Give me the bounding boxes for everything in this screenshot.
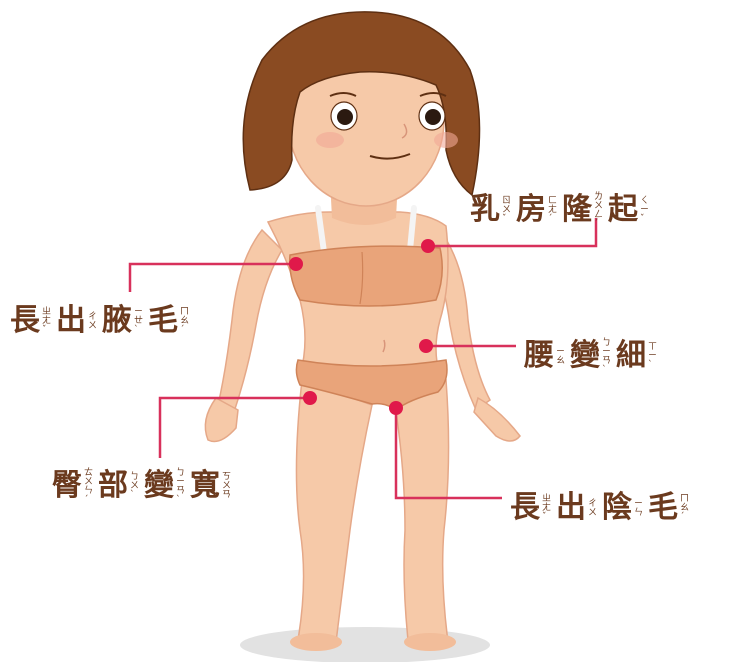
left-arm bbox=[218, 230, 282, 412]
label-armpit-hair: 長出腋毛長ㄓㄤˇ出ㄔㄨ腋ㄧㄝˋ毛ㄇㄠˊ bbox=[10, 295, 194, 339]
label-char: 出 bbox=[556, 490, 587, 525]
zhuyin-annotation: ㄑㄧˇ bbox=[640, 197, 648, 224]
bra-strap-right bbox=[410, 208, 414, 250]
bra bbox=[290, 246, 443, 306]
zhuyin-annotation: ㄈㄤˊ bbox=[548, 197, 556, 224]
right-pupil bbox=[425, 109, 441, 125]
label-char: 臀 bbox=[52, 468, 83, 503]
zhuyin-annotation: ㄊㄨㄣˊ bbox=[84, 469, 92, 505]
zhuyin-annotation: ㄖㄨˇ bbox=[502, 197, 510, 224]
zhuyin-annotation: ㄅㄧㄢˋ bbox=[602, 339, 610, 375]
left-pupil bbox=[337, 109, 353, 125]
right-leg bbox=[395, 380, 449, 642]
label-breast-development: 乳房隆起乳ㄖㄨˇ房ㄈㄤˊ隆ㄌㄨㄥˊ起ㄑㄧˇ bbox=[470, 184, 654, 229]
label-char: 房 bbox=[516, 192, 547, 227]
zhuyin-annotation: ㄔㄨ bbox=[588, 500, 596, 518]
dot-armpit bbox=[289, 257, 303, 271]
label-char: 腰 bbox=[524, 338, 555, 373]
label-char: 陰 bbox=[602, 490, 633, 525]
left-foot bbox=[290, 633, 342, 651]
left-leg bbox=[296, 380, 372, 642]
zhuyin-annotation: ㄧㄝˋ bbox=[134, 308, 142, 335]
zhuyin-annotation: ㄧㄣ bbox=[634, 500, 642, 518]
label-char: 乳 bbox=[470, 192, 501, 227]
zhuyin-annotation: ㄔㄨ bbox=[88, 313, 96, 331]
label-char: 隆 bbox=[562, 192, 593, 227]
zhuyin-annotation: ㄅㄨˋ bbox=[130, 473, 138, 500]
label-waist-narrows: 腰變細腰ㄧㄠ變ㄅㄧㄢˋ細ㄒㄧˋ bbox=[524, 330, 662, 375]
label-char: 變 bbox=[144, 468, 175, 503]
label-char: 腋 bbox=[102, 303, 133, 338]
dot-breast bbox=[421, 239, 435, 253]
label-char: 出 bbox=[56, 303, 87, 338]
zhuyin-annotation: ㄒㄧˋ bbox=[648, 343, 656, 370]
zhuyin-annotation: ㄎㄨㄢ bbox=[222, 473, 230, 500]
zhuyin-annotation: ㄧㄠ bbox=[556, 348, 564, 366]
label-char: 寬 bbox=[190, 468, 221, 503]
label-char: 毛 bbox=[648, 490, 679, 525]
zhuyin-annotation: ㄓㄤˇ bbox=[42, 308, 50, 335]
zhuyin-annotation: ㄓㄤˇ bbox=[542, 495, 550, 522]
right-foot bbox=[404, 633, 456, 651]
dot-waist bbox=[419, 339, 433, 353]
left-cheek bbox=[316, 132, 344, 148]
right-hand bbox=[474, 398, 520, 441]
zhuyin-annotation: ㄅㄧㄢˋ bbox=[176, 469, 184, 505]
zhuyin-annotation: ㄇㄠˊ bbox=[680, 495, 688, 522]
dot-pubic bbox=[389, 401, 403, 415]
zhuyin-annotation: ㄌㄨㄥˊ bbox=[594, 193, 602, 229]
label-char: 起 bbox=[608, 192, 639, 227]
label-char: 細 bbox=[616, 338, 647, 373]
dot-hips bbox=[303, 391, 317, 405]
zhuyin-annotation: ㄇㄠˊ bbox=[180, 308, 188, 335]
label-pubic-hair: 長出陰毛長ㄓㄤˇ出ㄔㄨ陰ㄧㄣ毛ㄇㄠˊ bbox=[510, 482, 694, 526]
label-char: 毛 bbox=[148, 303, 179, 338]
label-char: 長 bbox=[510, 490, 541, 525]
right-cheek bbox=[434, 132, 458, 148]
label-hips-widen: 臀部變寬臀ㄊㄨㄣˊ部ㄅㄨˋ變ㄅㄧㄢˋ寬ㄎㄨㄢ bbox=[52, 460, 236, 505]
label-char: 變 bbox=[570, 338, 601, 373]
label-char: 長 bbox=[10, 303, 41, 338]
label-char: 部 bbox=[98, 468, 129, 503]
